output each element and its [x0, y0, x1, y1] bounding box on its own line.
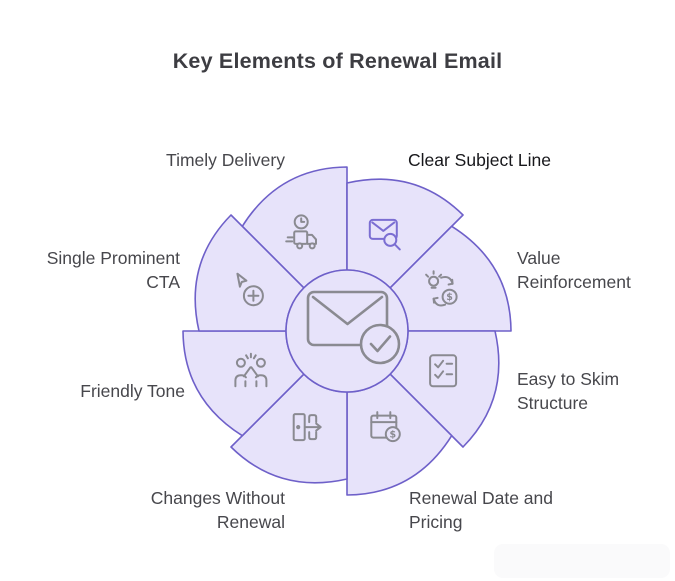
high-five-icon — [234, 352, 268, 388]
bulb-dollar-cycle-icon: $ — [425, 270, 458, 307]
clock-truck-icon — [285, 214, 318, 250]
door-exit-icon — [292, 413, 322, 442]
label-single-prominent-cta: Single Prominent CTA — [46, 248, 180, 292]
label-changes-without-renewal: Changes Without Renewal — [150, 488, 285, 532]
checklist-icon — [429, 354, 458, 388]
svg-text:$: $ — [446, 292, 453, 303]
label-clear-subject-line: Clear Subject Line — [408, 150, 551, 170]
label-friendly-tone: Friendly Tone — [80, 381, 185, 401]
label-renewal-date-pricing: Renewal Date and Pricing — [409, 488, 553, 532]
cursor-plus-icon — [236, 272, 264, 307]
label-value-reinforcement: Value Reinforcement — [517, 248, 631, 292]
label-easy-to-skim-structure: Easy to Skim Structure — [517, 369, 620, 413]
calendar-dollar-icon: $ — [370, 411, 401, 443]
label-timely-delivery: Timely Delivery — [166, 150, 285, 170]
envelope-check-icon — [306, 290, 401, 365]
svg-text:$: $ — [389, 430, 396, 441]
watermark-blob — [494, 544, 670, 578]
page-title: Key Elements of Renewal Email — [172, 49, 503, 73]
envelope-search-icon — [368, 218, 401, 251]
